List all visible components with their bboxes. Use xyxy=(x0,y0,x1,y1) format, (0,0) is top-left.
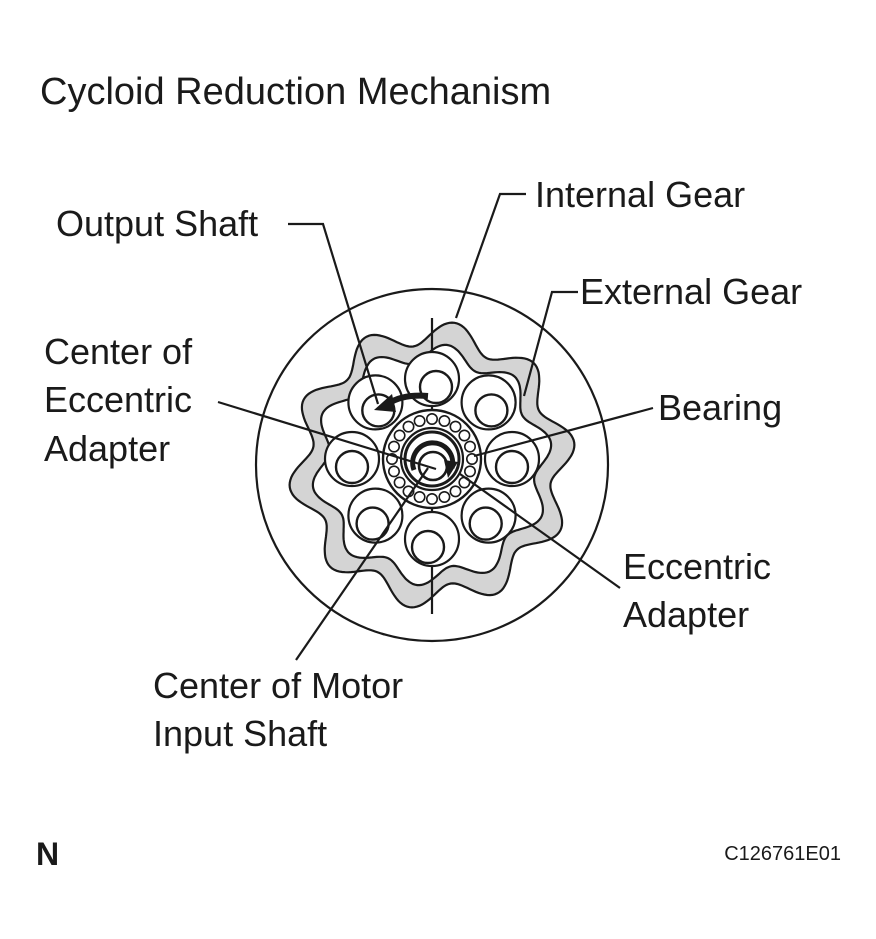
output-rotation-arrowhead-icon xyxy=(374,394,396,412)
bearing-roller xyxy=(438,490,451,503)
bearing-roller xyxy=(413,414,426,427)
label-center-of-eccentric-adapter-line3: Adapter xyxy=(44,428,170,469)
bearing-roller xyxy=(463,440,476,453)
bearing-roller xyxy=(402,420,415,433)
eccentric-adapter-hub xyxy=(381,408,483,510)
leader-center-of-eccentric-adapter xyxy=(217,400,437,471)
label-center-of-eccentric-adapter-line1: Center of xyxy=(44,331,193,372)
bearing-roller xyxy=(413,490,426,503)
internal-gear-outline xyxy=(254,287,610,643)
leader-center-of-motor-input-shaft xyxy=(295,467,429,661)
label-external-gear: External Gear xyxy=(580,271,802,312)
bearing-rollers xyxy=(385,412,478,505)
label-center-of-eccentric-adapter-line2: Eccentric xyxy=(44,379,192,420)
bearing-roller xyxy=(463,465,476,478)
bearing-roller xyxy=(449,420,462,433)
label-center-of-motor-input-shaft-line2: Input Shaft xyxy=(153,713,327,754)
leader-internal-gear xyxy=(454,192,526,319)
bearing-roller xyxy=(425,492,438,505)
orientation-mark: N xyxy=(36,836,59,872)
label-eccentric-adapter-line1: Eccentric xyxy=(623,546,771,587)
output-shaft-pin xyxy=(494,449,530,485)
label-eccentric-adapter-line2: Adapter xyxy=(623,594,749,635)
leader-external-gear xyxy=(522,290,578,397)
label-center-of-motor-input-shaft-line1: Center of Motor xyxy=(153,665,403,706)
label-bearing: Bearing xyxy=(658,387,782,428)
hub-rotation-arrow xyxy=(410,440,456,471)
leader-bearing xyxy=(473,406,654,458)
output-shaft-pin xyxy=(410,529,446,565)
bearing-roller xyxy=(438,414,451,427)
bearing-roller xyxy=(393,429,406,442)
bearing-roller xyxy=(387,465,400,478)
label-output-shaft: Output Shaft xyxy=(56,203,258,244)
external-gear xyxy=(288,321,576,609)
output-shaft-pin xyxy=(334,449,370,485)
bearing-roller xyxy=(387,440,400,453)
label-internal-gear: Internal Gear xyxy=(535,174,745,215)
bearing-roller xyxy=(449,485,462,498)
figure-code: C126761E01 xyxy=(724,843,841,865)
output-shaft-pin-holes xyxy=(323,350,541,568)
output-shaft-pin xyxy=(468,506,503,541)
leader-eccentric-adapter xyxy=(459,473,621,589)
bearing-roller xyxy=(425,412,438,425)
output-shaft-pin xyxy=(355,506,390,541)
bearing-roller xyxy=(393,476,406,489)
leader-output-shaft xyxy=(288,222,380,405)
output-shaft-pin xyxy=(474,393,509,428)
bearing-roller xyxy=(458,429,471,442)
hub-rotation-arrowhead-icon xyxy=(444,460,458,478)
diagram-title: Cycloid Reduction Mechanism xyxy=(40,71,551,113)
